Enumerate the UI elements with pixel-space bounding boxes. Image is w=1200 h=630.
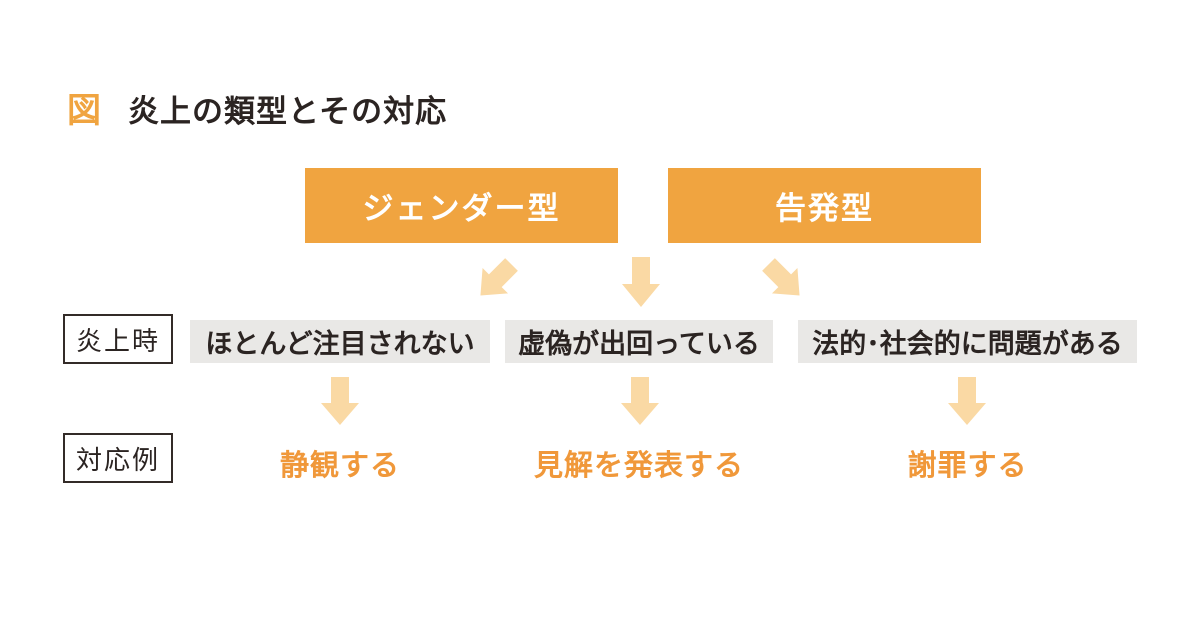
figure-mark: 図 <box>67 92 101 130</box>
type-box-gender-label: ジェンダー型 <box>362 191 561 226</box>
response-item-1: 静観する <box>279 450 400 482</box>
arrow-down-icon <box>622 257 660 307</box>
enjo-item-2: 虚偽が出回っている <box>505 320 773 363</box>
enjo-item-3: 法的･社会的に問題がある <box>798 320 1137 363</box>
row-label-enjo: 炎上時 <box>63 314 173 364</box>
row-label-taio-text: 対応例 <box>75 444 160 475</box>
type-box-accusation-label: 告発型 <box>775 191 874 226</box>
type-box-accusation: 告発型 <box>668 168 981 243</box>
arrow-down-icon <box>948 377 986 425</box>
title-row: 図 炎上の類型とその対応 <box>67 94 447 128</box>
enjo-item-1: ほとんど注目されない <box>190 320 490 363</box>
row-label-enjo-text: 炎上時 <box>75 325 160 356</box>
response-item-3: 謝罪する <box>907 450 1028 482</box>
arrow-down-icon <box>621 377 659 425</box>
page-title: 炎上の類型とその対応 <box>128 93 448 129</box>
arrow-down-right-icon <box>756 252 812 308</box>
row-label-taio: 対応例 <box>63 433 173 483</box>
response-item-2: 見解を発表する <box>533 450 744 482</box>
arrow-down-icon <box>321 377 359 425</box>
type-box-gender: ジェンダー型 <box>305 168 618 243</box>
arrow-down-left-icon <box>468 252 524 308</box>
